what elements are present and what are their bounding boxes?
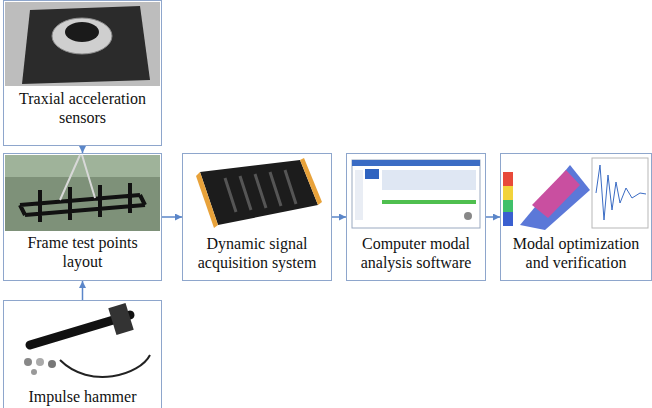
- plot-panel: [592, 158, 648, 228]
- sensor-ring: [52, 18, 112, 54]
- photo-ground: [5, 155, 160, 231]
- process-box: Traxial acceleration sensors: [3, 0, 162, 146]
- hammer-head: [108, 303, 133, 335]
- box-label: Computer modal analysis software: [347, 234, 485, 272]
- hammer-tip: [48, 360, 56, 368]
- box-label: Impulse hammer: [4, 387, 161, 406]
- flow-arrow: [82, 281, 84, 300]
- process-box: Dynamic signal acquisition system: [182, 153, 332, 281]
- hammer-tip: [24, 358, 32, 366]
- color-scale: [503, 200, 513, 212]
- flow-arrow: [332, 216, 346, 218]
- box-label: Traxial acceleration sensors: [4, 89, 161, 127]
- photo-ground: [5, 2, 160, 86]
- frame-structure: [20, 183, 145, 222]
- frame-suspension: [60, 155, 95, 200]
- window-title: [352, 160, 480, 166]
- modal-plots: [503, 158, 648, 230]
- flow-arrow: [486, 216, 500, 218]
- window-dot: [464, 212, 472, 220]
- mode-shape: [520, 165, 590, 230]
- color-scale: [503, 172, 513, 226]
- window-bar: [382, 200, 476, 204]
- window-tree: [355, 170, 363, 220]
- process-box: Computer modal analysis software: [346, 153, 486, 281]
- hammer-tip: [36, 358, 44, 366]
- frame-photo: [5, 155, 160, 231]
- color-scale: [503, 186, 513, 200]
- box-label: Dynamic signal acquisition system: [183, 234, 331, 272]
- process-box: Modal optimization and verification: [500, 153, 652, 281]
- flow-arrow: [82, 146, 84, 153]
- flow-arrow: [162, 216, 182, 218]
- hammer-cable: [60, 355, 150, 377]
- decay-curve: [596, 165, 646, 220]
- sensor-photo: [5, 2, 160, 86]
- box-label: Modal optimization and verification: [501, 234, 651, 272]
- window: [352, 160, 480, 228]
- chassis-side: [300, 158, 322, 205]
- color-scale: [503, 172, 513, 186]
- acquisition-photo: [196, 158, 322, 228]
- process-box: Frame test points layout: [3, 153, 162, 281]
- hammer-tip: [31, 369, 37, 375]
- sensor-top: [65, 22, 99, 42]
- window-icon: [365, 169, 379, 179]
- process-box: Impulse hammer: [3, 300, 162, 408]
- chassis: [200, 160, 318, 225]
- mode-shape: [532, 170, 580, 218]
- box-label: Frame test points layout: [4, 233, 161, 271]
- software-screenshot: [352, 160, 480, 228]
- chassis-slots: [225, 170, 296, 212]
- sensor-body: [22, 6, 150, 84]
- chassis-side: [196, 172, 218, 228]
- window-table: [382, 170, 476, 190]
- hammer-photo: [24, 303, 150, 377]
